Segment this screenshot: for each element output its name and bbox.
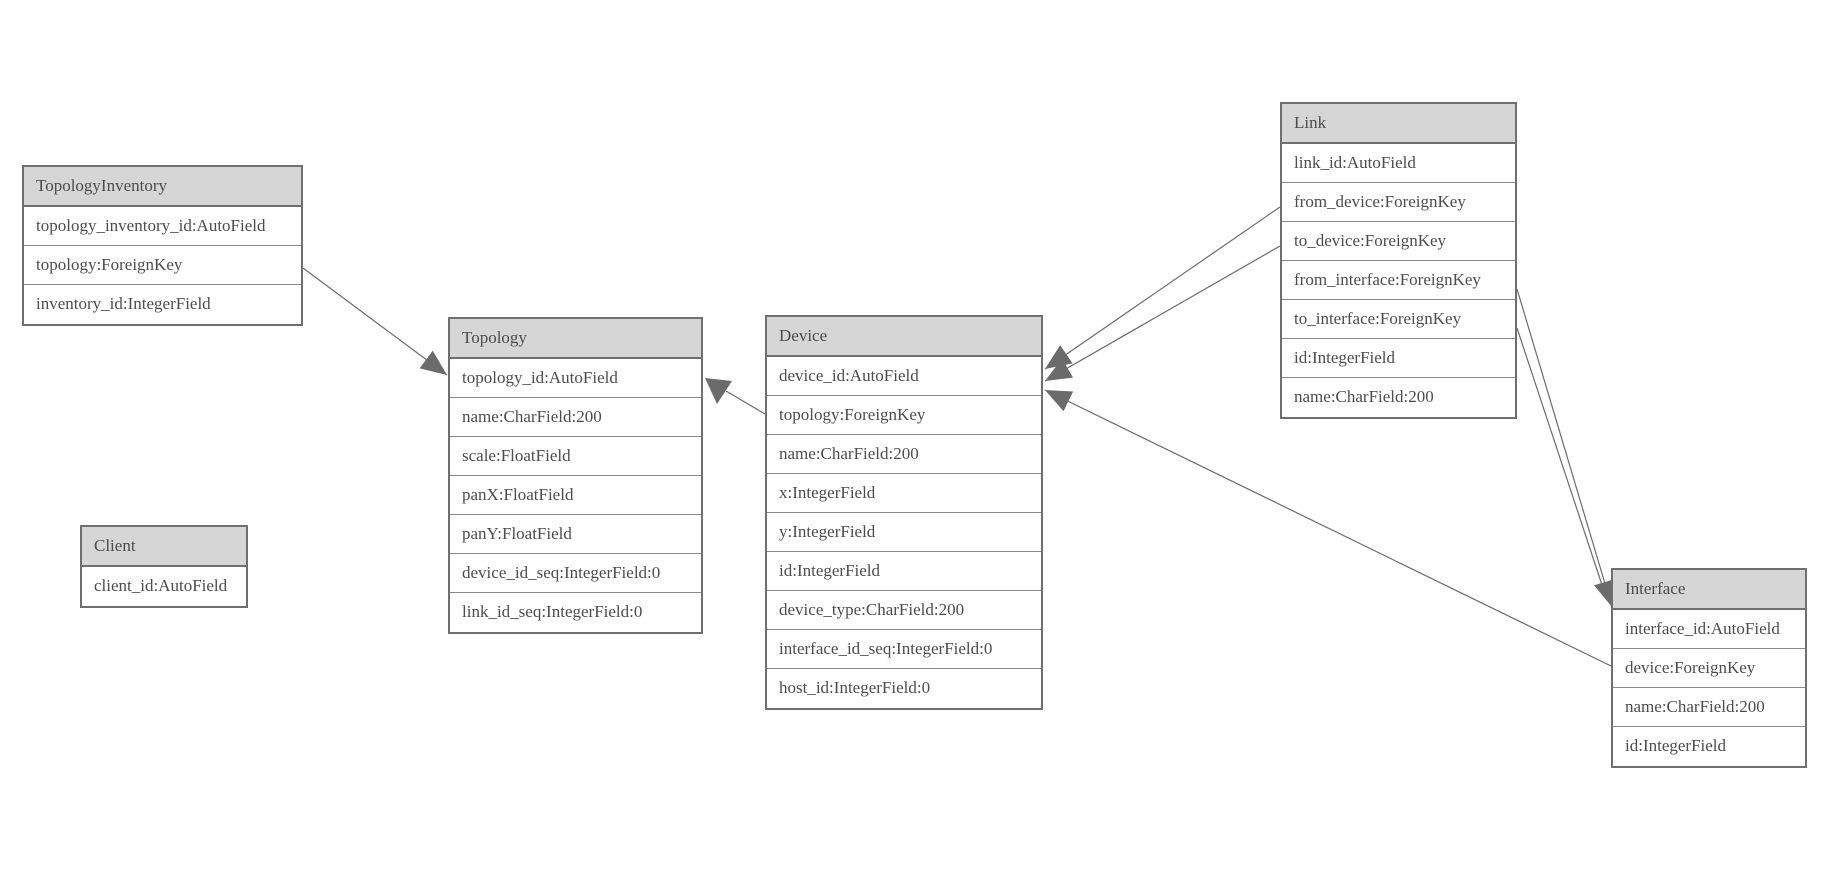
relation-line (1044, 206, 1281, 370)
relation-arrowhead (705, 378, 732, 404)
entity-field: panX:FloatField (450, 476, 701, 515)
entity-field: from_device:ForeignKey (1282, 183, 1515, 222)
entity-field: device:ForeignKey (1613, 649, 1805, 688)
entity-field: name:CharField:200 (1294, 387, 1434, 406)
entity-field: device_id_seq:IntegerField:0 (450, 554, 701, 593)
entity-field: x:IntegerField (767, 474, 1041, 513)
entity-field: id:IntegerField (1625, 736, 1727, 755)
entity-table-client: Client client_id:AutoField (80, 525, 248, 608)
entity-field: scale:FloatField (450, 437, 701, 476)
entity-title: TopologyInventory (24, 167, 301, 207)
entity-title: Device (767, 317, 1041, 357)
entity-field: to_device:ForeignKey (1282, 222, 1515, 261)
entity-field: topology:ForeignKey (24, 246, 301, 285)
relation-line (725, 390, 766, 415)
entity-field: name:CharField:200 (1613, 688, 1805, 727)
entity-field: id:IntegerField (1282, 339, 1515, 378)
relation-line (1044, 389, 1612, 667)
entity-field: id:IntegerField (767, 552, 1041, 591)
entity-field: name:CharField:200 (450, 398, 701, 437)
entity-field: y:IntegerField (767, 513, 1041, 552)
entity-field: host_id:IntegerField:0 (779, 678, 931, 697)
entity-field: interface_id_seq:IntegerField:0 (767, 630, 1041, 669)
relation-line (1516, 288, 1616, 608)
entity-title: Client (82, 527, 246, 567)
entity-field: name:CharField:200 (767, 435, 1041, 474)
entity-field: panY:FloatField (450, 515, 701, 554)
entity-title: Interface (1613, 570, 1805, 610)
entity-field: device_type:CharField:200 (767, 591, 1041, 630)
entity-field: inventory_id:IntegerField (36, 294, 211, 313)
entity-field: interface_id:AutoField (1613, 610, 1805, 649)
entity-title: Topology (450, 319, 701, 359)
entity-field: topology_id:AutoField (450, 359, 701, 398)
entity-title: Link (1282, 104, 1515, 144)
entity-field: link_id:AutoField (1282, 144, 1515, 183)
entity-field: client_id:AutoField (94, 576, 228, 595)
entity-field: to_interface:ForeignKey (1282, 300, 1515, 339)
relation-line (302, 267, 448, 376)
entity-field: device_id:AutoField (767, 357, 1041, 396)
relation-line (1516, 327, 1605, 592)
entity-field: topology:ForeignKey (767, 396, 1041, 435)
entity-field: topology_inventory_id:AutoField (24, 207, 301, 246)
entity-field: from_interface:ForeignKey (1282, 261, 1515, 300)
relation-line (1044, 245, 1281, 382)
entity-field: link_id_seq:IntegerField:0 (462, 602, 643, 621)
